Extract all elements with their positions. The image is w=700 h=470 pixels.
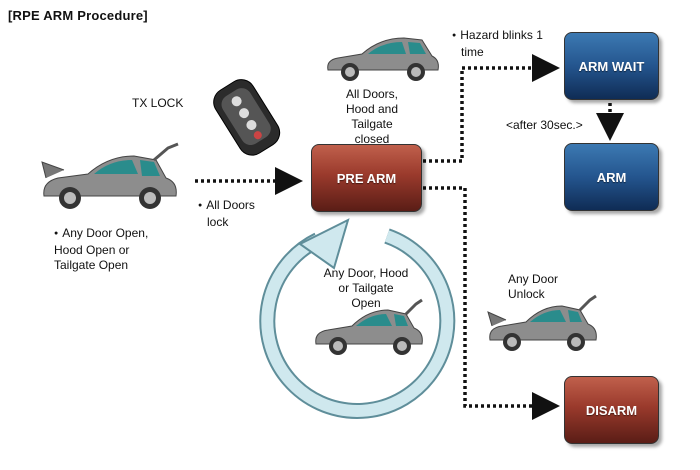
any-door-open-label: Any Door Open, Hood Open or Tailgate Ope… — [54, 226, 148, 273]
car-hatch-open-loop-icon — [315, 298, 423, 355]
all-doors-lock-label: All Doors lock — [198, 198, 255, 230]
car-hatch-open-icon — [41, 142, 179, 209]
key-fob-icon — [213, 79, 281, 156]
car-hatch-open-disarm-icon — [487, 294, 597, 351]
state-arm-wait: ARM WAIT — [564, 32, 659, 100]
arrow-to-arm-wait — [423, 54, 560, 163]
state-arm: ARM — [564, 143, 659, 211]
diagram-title: [RPE ARM Procedure] — [8, 8, 148, 23]
hazard-blinks-label: Hazard blinks 1 time — [452, 28, 543, 60]
after-30sec-label: <after 30sec.> — [506, 118, 583, 132]
loop-arrow — [259, 218, 456, 419]
state-pre-arm: PRE ARM — [311, 144, 422, 212]
car-closed-icon — [327, 37, 439, 81]
any-door-hood-tailgate-open-label: Any Door, Hood or Tailgate Open — [323, 266, 409, 310]
tx-lock-label: TX LOCK — [132, 96, 184, 110]
all-doors-closed-label: All Doors, Hood and Tailgate closed — [345, 87, 399, 146]
any-door-unlock-label: Any Door Unlock — [508, 272, 559, 301]
state-disarm: DISARM — [564, 376, 659, 444]
arrow-to-disarm — [423, 186, 560, 420]
